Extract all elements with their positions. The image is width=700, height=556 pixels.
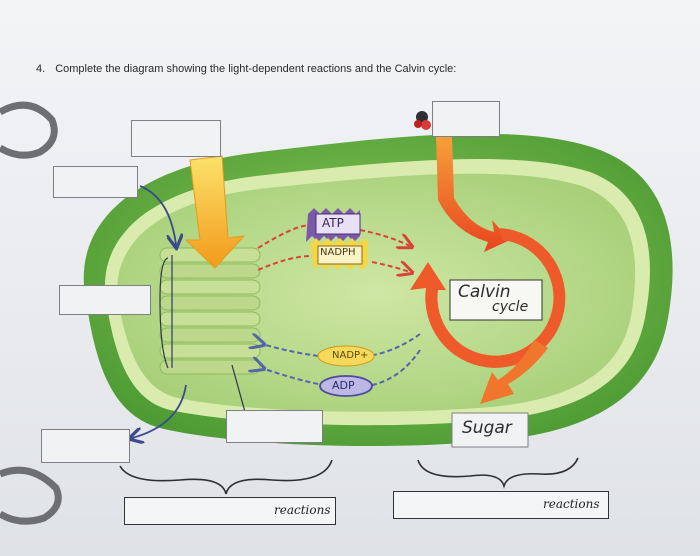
cycle-handwritten: cycle [492, 299, 529, 315]
brace-right [417, 457, 579, 489]
calvin-cycle-ring [410, 228, 566, 368]
question-prompt: 4. Complete the diagram showing the light… [36, 63, 456, 75]
answer-box-oxygen[interactable] [41, 429, 130, 463]
thylakoid-stack [159, 247, 261, 375]
adp-handwritten: ADP [332, 379, 355, 392]
answer-box-light-reactions[interactable] [124, 497, 336, 525]
sugar-handwritten: Sugar [462, 418, 512, 438]
adp-return-arrow [262, 349, 421, 387]
nadp-oval [317, 345, 375, 367]
answer-box-co2[interactable] [432, 101, 500, 137]
brace-left [119, 459, 333, 495]
atp-badge [306, 208, 361, 242]
sunlight-arrow [184, 155, 246, 269]
binder-ring-bottom [0, 466, 62, 525]
pointer-line-bottom [231, 364, 246, 413]
water-input-arrow [139, 185, 176, 245]
reactions-label-right: reactions [543, 497, 600, 511]
co2-input-arrow [436, 136, 510, 252]
binder-ring-top [0, 101, 58, 159]
nadp-handwritten: NADP+ [332, 350, 369, 361]
question-number: 4. [36, 63, 46, 75]
answer-box-stroma[interactable] [226, 410, 323, 443]
answer-box-calvin-reactions[interactable] [393, 491, 609, 519]
nadph-flow-arrow [257, 255, 410, 272]
question-text: Complete the diagram showing the light-d… [55, 63, 457, 75]
answer-box-sunlight[interactable] [131, 120, 221, 157]
nadph-badge [310, 238, 368, 270]
adp-oval [319, 375, 373, 397]
sugar-label-box [451, 412, 529, 448]
calvin-handwritten: Calvin [458, 282, 511, 302]
pointer-line-left [159, 257, 169, 369]
sugar-output-arrow [480, 340, 548, 404]
oxygen-output-arrow [132, 384, 187, 438]
answer-box-water[interactable] [53, 166, 138, 198]
oxygen-molecule-icon [414, 111, 431, 130]
reactions-label-left: reactions [274, 503, 331, 517]
answer-box-thylakoid[interactable] [59, 285, 151, 315]
atp-handwritten: ATP [322, 216, 344, 230]
calvin-cycle-label-box [449, 279, 543, 321]
nadph-handwritten: NADPH [320, 247, 356, 258]
